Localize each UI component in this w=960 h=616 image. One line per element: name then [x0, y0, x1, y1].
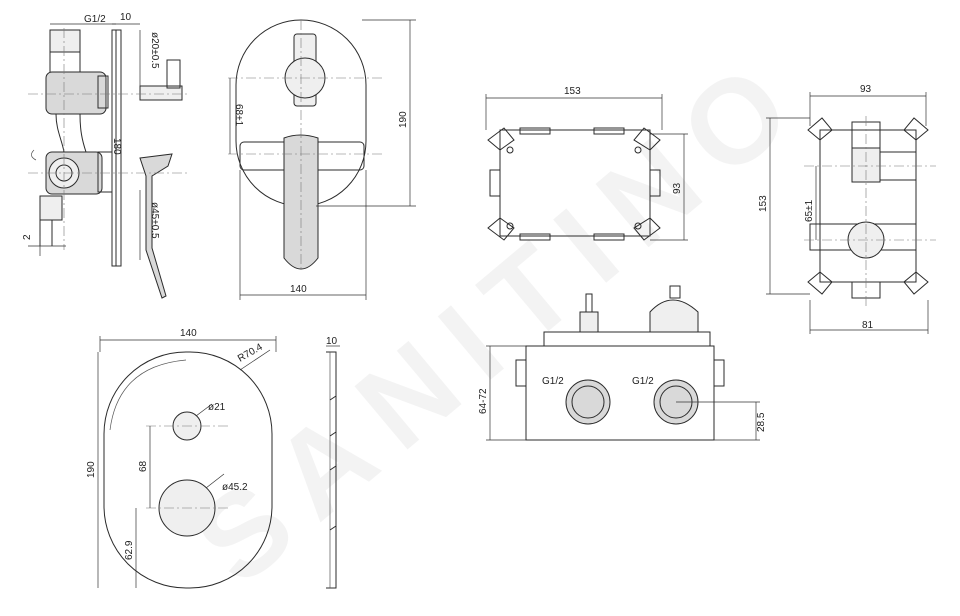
pin-diameter-label: ø20±0.5: [149, 32, 160, 69]
plate-height-label: 190: [86, 461, 97, 478]
inlet-height-label: 28.5: [756, 412, 767, 432]
box-front-width-label: 153: [564, 86, 581, 97]
box-side-height-label: 153: [758, 195, 769, 212]
thread-label: G1/2: [84, 14, 106, 25]
box-bottom-view: G1/2 G1/2 64-72 28.5: [478, 285, 767, 441]
cartridge-diameter-label: ø45±0.5: [149, 202, 160, 239]
plate-radius-label: R70.4: [236, 342, 265, 365]
box-side-depth-label: 81: [862, 320, 874, 331]
box-side-view: 93 153 65±1 81: [758, 84, 936, 334]
bottom-offset-label: 2: [22, 234, 33, 240]
watermark-text: SANITINO: [171, 26, 831, 610]
large-hole-label: ø45.2: [222, 482, 248, 493]
front-width-label: 140: [290, 284, 307, 295]
plate-axis-label: 68: [138, 460, 149, 472]
inlet-left-label: G1/2: [542, 376, 564, 387]
depth-range-label: 64-72: [478, 388, 489, 414]
box-side-axis-label: 65±1: [804, 199, 815, 222]
plate-thickness-label: 10: [326, 336, 338, 347]
side-view: G1/2 10 ø20±0.5 180 ø45±0.5 2: [22, 12, 190, 299]
box-front-height-label: 93: [672, 182, 683, 194]
cover-plate-view: 140 R70.4 190 ø21 ø45.2 68 62.9 10: [86, 328, 340, 589]
body-height-label: 180: [111, 138, 122, 155]
box-front-view: 153 93: [485, 86, 688, 241]
plate-thickness-label: 10: [120, 12, 132, 23]
front-view: 190 140 68±1: [228, 19, 416, 300]
plate-bottom-label: 62.9: [124, 540, 135, 560]
plate-width-label: 140: [180, 328, 197, 339]
small-hole-label: ø21: [208, 402, 226, 413]
front-axis-label: 68±1: [233, 104, 244, 127]
box-side-width-label: 93: [860, 84, 872, 95]
inlet-right-label: G1/2: [632, 376, 654, 387]
front-height-label: 190: [398, 111, 409, 128]
